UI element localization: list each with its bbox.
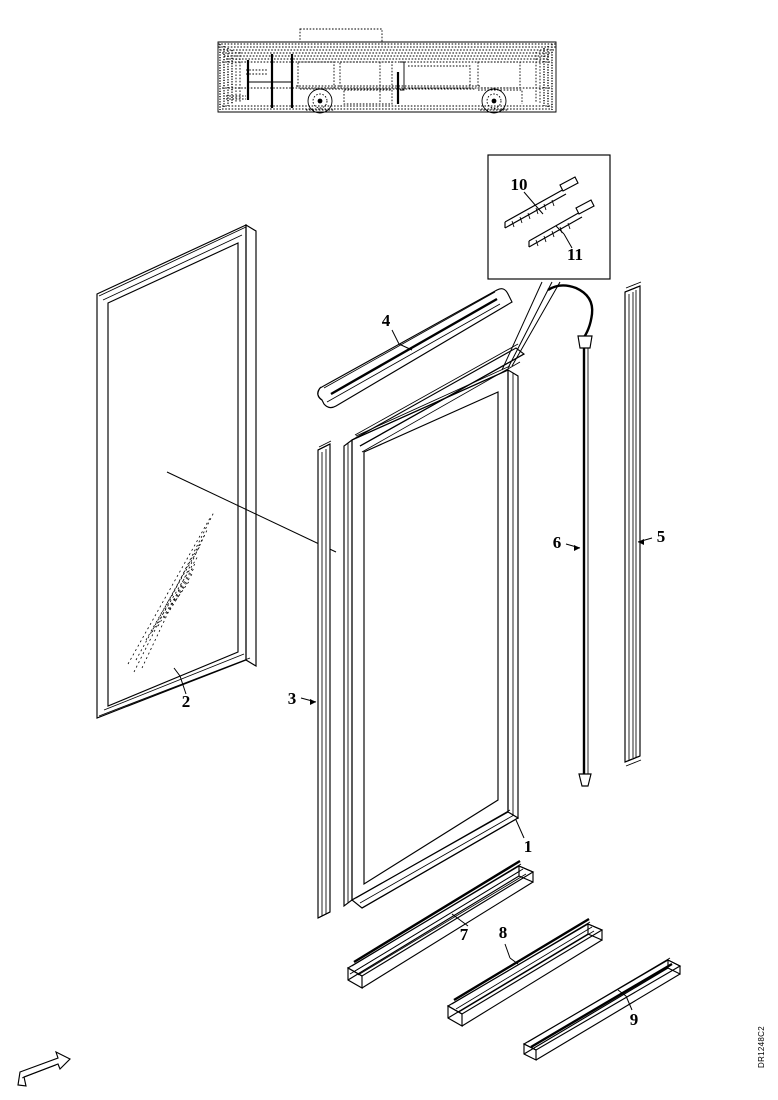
leader-line-6 [565, 543, 581, 551]
leader-line-9 [617, 989, 633, 1011]
glass-reflection-hatching [127, 511, 215, 673]
leader-line-1 [515, 819, 525, 839]
leader-line-glass-to-frame [166, 471, 337, 553]
callout-1: 1 [524, 837, 533, 856]
callout-3: 3 [288, 689, 297, 708]
callout-2: 2 [182, 692, 191, 711]
part-hooked-control-rod [547, 284, 594, 787]
part-upper-seal-rail [317, 288, 513, 409]
bus-side-view-thumbnail [217, 28, 557, 114]
callout-4: 4 [382, 311, 391, 330]
part-vertical-edge-rail [317, 440, 332, 919]
part-long-extrusion-rail [624, 281, 642, 767]
callout-11: 11 [567, 245, 583, 264]
svg-text:DR1248C2: DR1248C2 [757, 1026, 766, 1068]
part-bottom-sill-strip [522, 957, 682, 1061]
callout-7: 7 [460, 925, 469, 944]
fastener-screw-upper [504, 176, 579, 229]
fastener-detail-inset [487, 154, 611, 280]
callout-9: 9 [630, 1010, 639, 1029]
callout-8: 8 [499, 923, 508, 942]
leader-lines-inset-to-frame [501, 281, 561, 371]
leader-line-5 [637, 537, 653, 545]
sheet-part-number: DR1248C2 [757, 1026, 766, 1068]
leader-line-4 [391, 329, 413, 351]
leader-line-8 [504, 943, 519, 965]
forward-direction-arrow [17, 1050, 71, 1087]
part-lower-track-rail [346, 859, 535, 989]
leader-line-2 [173, 667, 187, 695]
part-lower-channel-trim [446, 917, 604, 1027]
leader-line-3 [300, 697, 317, 705]
callout-10: 10 [511, 175, 528, 194]
callout-6: 6 [553, 533, 562, 552]
part-door-frame-panel [343, 365, 520, 909]
leader-line-7 [451, 913, 469, 927]
part-door-glass-panel [96, 223, 257, 719]
callout-5: 5 [657, 527, 666, 546]
